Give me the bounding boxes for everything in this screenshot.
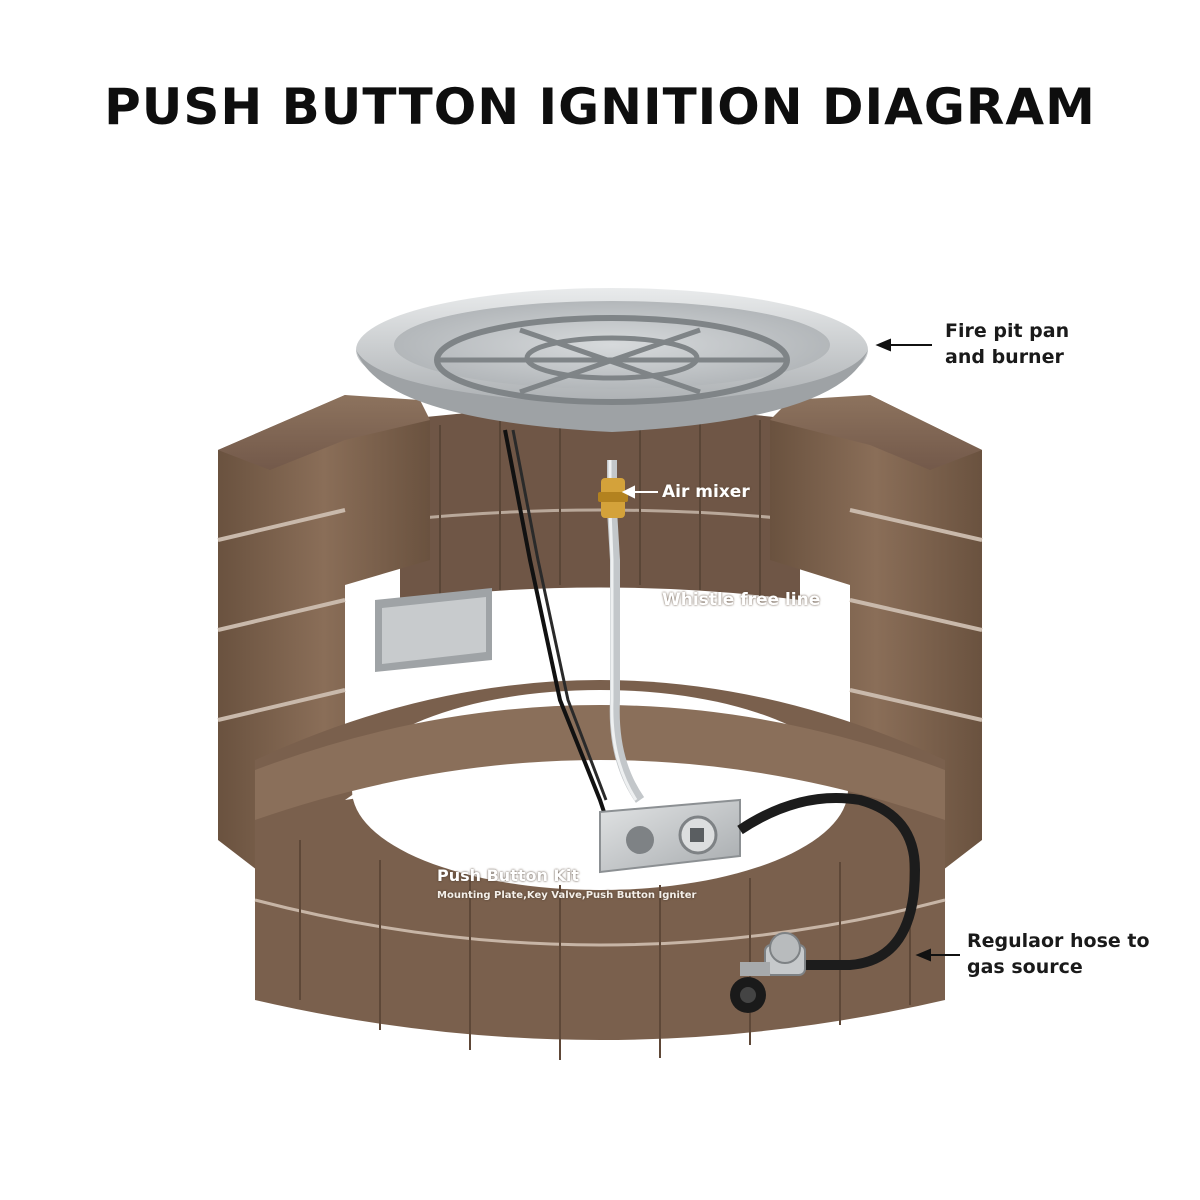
label-fire-pit-pan: Fire pit pan and burner <box>945 318 1069 370</box>
igniter-wire <box>503 429 612 831</box>
diagram-title: PUSH BUTTON IGNITION DIAGRAM <box>104 78 1096 136</box>
fire-pit-pan <box>356 288 868 432</box>
mounting-plate <box>599 798 741 874</box>
regulator <box>730 932 806 1013</box>
air-mixer-fitting <box>598 478 628 518</box>
regulator-hose <box>737 793 921 970</box>
label-regulator-hose: Regulaor hose to gas source <box>967 928 1150 980</box>
label-hose-line1: Regulaor hose to <box>967 930 1150 952</box>
label-whistle-free-line: Whistle free line <box>662 590 821 610</box>
leader-arrows <box>619 338 960 962</box>
whistle-free-line <box>607 460 645 803</box>
label-air-mixer: Air mixer <box>662 482 750 502</box>
label-pan-line2: and burner <box>945 346 1064 368</box>
inner-back-wall <box>399 407 801 600</box>
label-push-button-kit: Push Button Kit <box>437 866 579 885</box>
label-hose-line2: gas source <box>967 956 1083 978</box>
label-push-button-kit-sub: Mounting Plate,Key Valve,Push Button Ign… <box>437 890 697 901</box>
label-pan-line1: Fire pit pan <box>945 320 1070 342</box>
